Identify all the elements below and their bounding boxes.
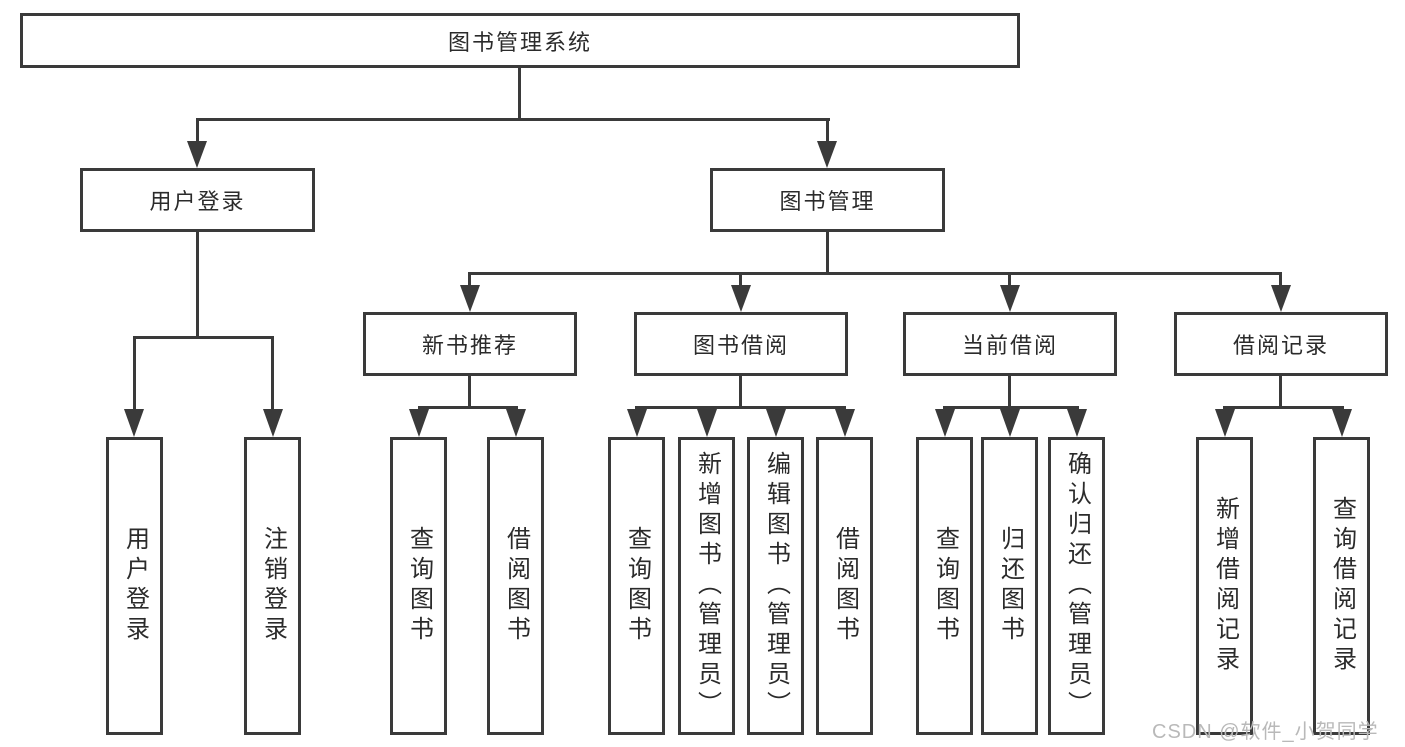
- arrowhead-down-icon: [1067, 409, 1087, 437]
- arrowhead-down-icon: [506, 409, 526, 437]
- node-label: 新增借阅记录: [1211, 496, 1239, 676]
- arrowhead-down-icon: [935, 409, 955, 437]
- arrowhead-down-icon: [263, 409, 283, 437]
- node-borrowing-records: 借阅记录: [1174, 312, 1388, 376]
- connector-line: [1008, 272, 1011, 286]
- connector-line: [739, 272, 742, 286]
- arrowhead-down-icon: [1215, 409, 1235, 437]
- connector-line: [468, 376, 471, 406]
- leaf-add-books-admin: 新增图书（管理员）: [678, 437, 735, 735]
- connector-line: [468, 272, 1282, 275]
- leaf-return-books: 归还图书: [981, 437, 1038, 735]
- node-label: 归还图书: [996, 526, 1024, 646]
- leaf-add-borrow-record: 新增借阅记录: [1196, 437, 1253, 735]
- node-label: 查询图书: [405, 526, 433, 646]
- connector-line: [943, 406, 1079, 409]
- leaf-confirm-return-admin: 确认归还（管理员）: [1048, 437, 1105, 735]
- arrowhead-down-icon: [409, 409, 429, 437]
- connector-line: [1279, 272, 1282, 286]
- leaf-logout: 注销登录: [244, 437, 301, 735]
- leaf-user-login: 用户登录: [106, 437, 163, 735]
- connector-line: [1008, 376, 1011, 406]
- connector-line: [1279, 376, 1282, 406]
- leaf-query-borrow-record: 查询借阅记录: [1313, 437, 1370, 735]
- leaf-borrow-books-recommend: 借阅图书: [487, 437, 544, 735]
- leaf-query-books-borrowing: 查询图书: [608, 437, 665, 735]
- arrowhead-down-icon: [627, 409, 647, 437]
- connector-line: [196, 232, 199, 336]
- arrowhead-down-icon: [731, 285, 751, 312]
- connector-line: [826, 118, 829, 144]
- node-label: 查询借阅记录: [1328, 496, 1356, 676]
- node-label: 新增图书（管理员）: [693, 451, 721, 721]
- node-label: 查询图书: [931, 526, 959, 646]
- arrowhead-down-icon: [1332, 409, 1352, 437]
- node-label: 编辑图书（管理员）: [762, 451, 790, 721]
- node-label: 用户登录: [121, 526, 149, 646]
- csdn-watermark: CSDN @软件_小贺同学: [1152, 721, 1379, 743]
- connector-line: [468, 272, 471, 286]
- node-label: 借阅记录: [1232, 333, 1329, 358]
- node-label: 图书借阅: [692, 333, 789, 358]
- node-current-borrowing: 当前借阅: [903, 312, 1117, 376]
- connector-line: [133, 336, 274, 339]
- connector-line: [196, 118, 830, 121]
- node-label: 新书推荐: [421, 333, 518, 358]
- arrowhead-down-icon: [817, 141, 837, 168]
- arrowhead-down-icon: [1000, 285, 1020, 312]
- node-library-management-system: 图书管理系统: [20, 13, 1020, 68]
- connector-line: [739, 376, 742, 406]
- arrowhead-down-icon: [835, 409, 855, 437]
- node-label: 借阅图书: [502, 526, 530, 646]
- connector-line: [635, 406, 846, 409]
- leaf-query-books-recommend: 查询图书: [390, 437, 447, 735]
- node-label: 当前借阅: [961, 333, 1058, 358]
- arrowhead-down-icon: [1271, 285, 1291, 312]
- arrowhead-down-icon: [766, 409, 786, 437]
- node-label: 图书管理: [779, 189, 876, 214]
- node-label: 图书管理系统: [447, 29, 592, 55]
- connector-line: [271, 336, 274, 412]
- node-user-login: 用户登录: [80, 168, 315, 232]
- connector-line: [826, 232, 829, 272]
- arrowhead-down-icon: [1000, 409, 1020, 437]
- node-label: 注销登录: [259, 526, 287, 646]
- arrowhead-down-icon: [187, 141, 207, 168]
- node-label: 确认归还（管理员）: [1063, 451, 1091, 721]
- arrowhead-down-icon: [460, 285, 480, 312]
- connector-line: [133, 336, 136, 412]
- connector-line: [518, 68, 521, 118]
- node-label: 用户登录: [149, 189, 246, 214]
- arrowhead-down-icon: [124, 409, 144, 437]
- arrowhead-down-icon: [697, 409, 717, 437]
- connector-line: [418, 406, 518, 409]
- leaf-query-books-current: 查询图书: [916, 437, 973, 735]
- node-label: 查询图书: [623, 526, 651, 646]
- node-book-management: 图书管理: [710, 168, 945, 232]
- node-label: 借阅图书: [831, 526, 859, 646]
- leaf-borrow-books: 借阅图书: [816, 437, 873, 735]
- connector-line: [196, 118, 199, 144]
- node-new-book-recommend: 新书推荐: [363, 312, 577, 376]
- connector-line: [1223, 406, 1344, 409]
- node-book-borrowing: 图书借阅: [634, 312, 848, 376]
- leaf-edit-books-admin: 编辑图书（管理员）: [747, 437, 804, 735]
